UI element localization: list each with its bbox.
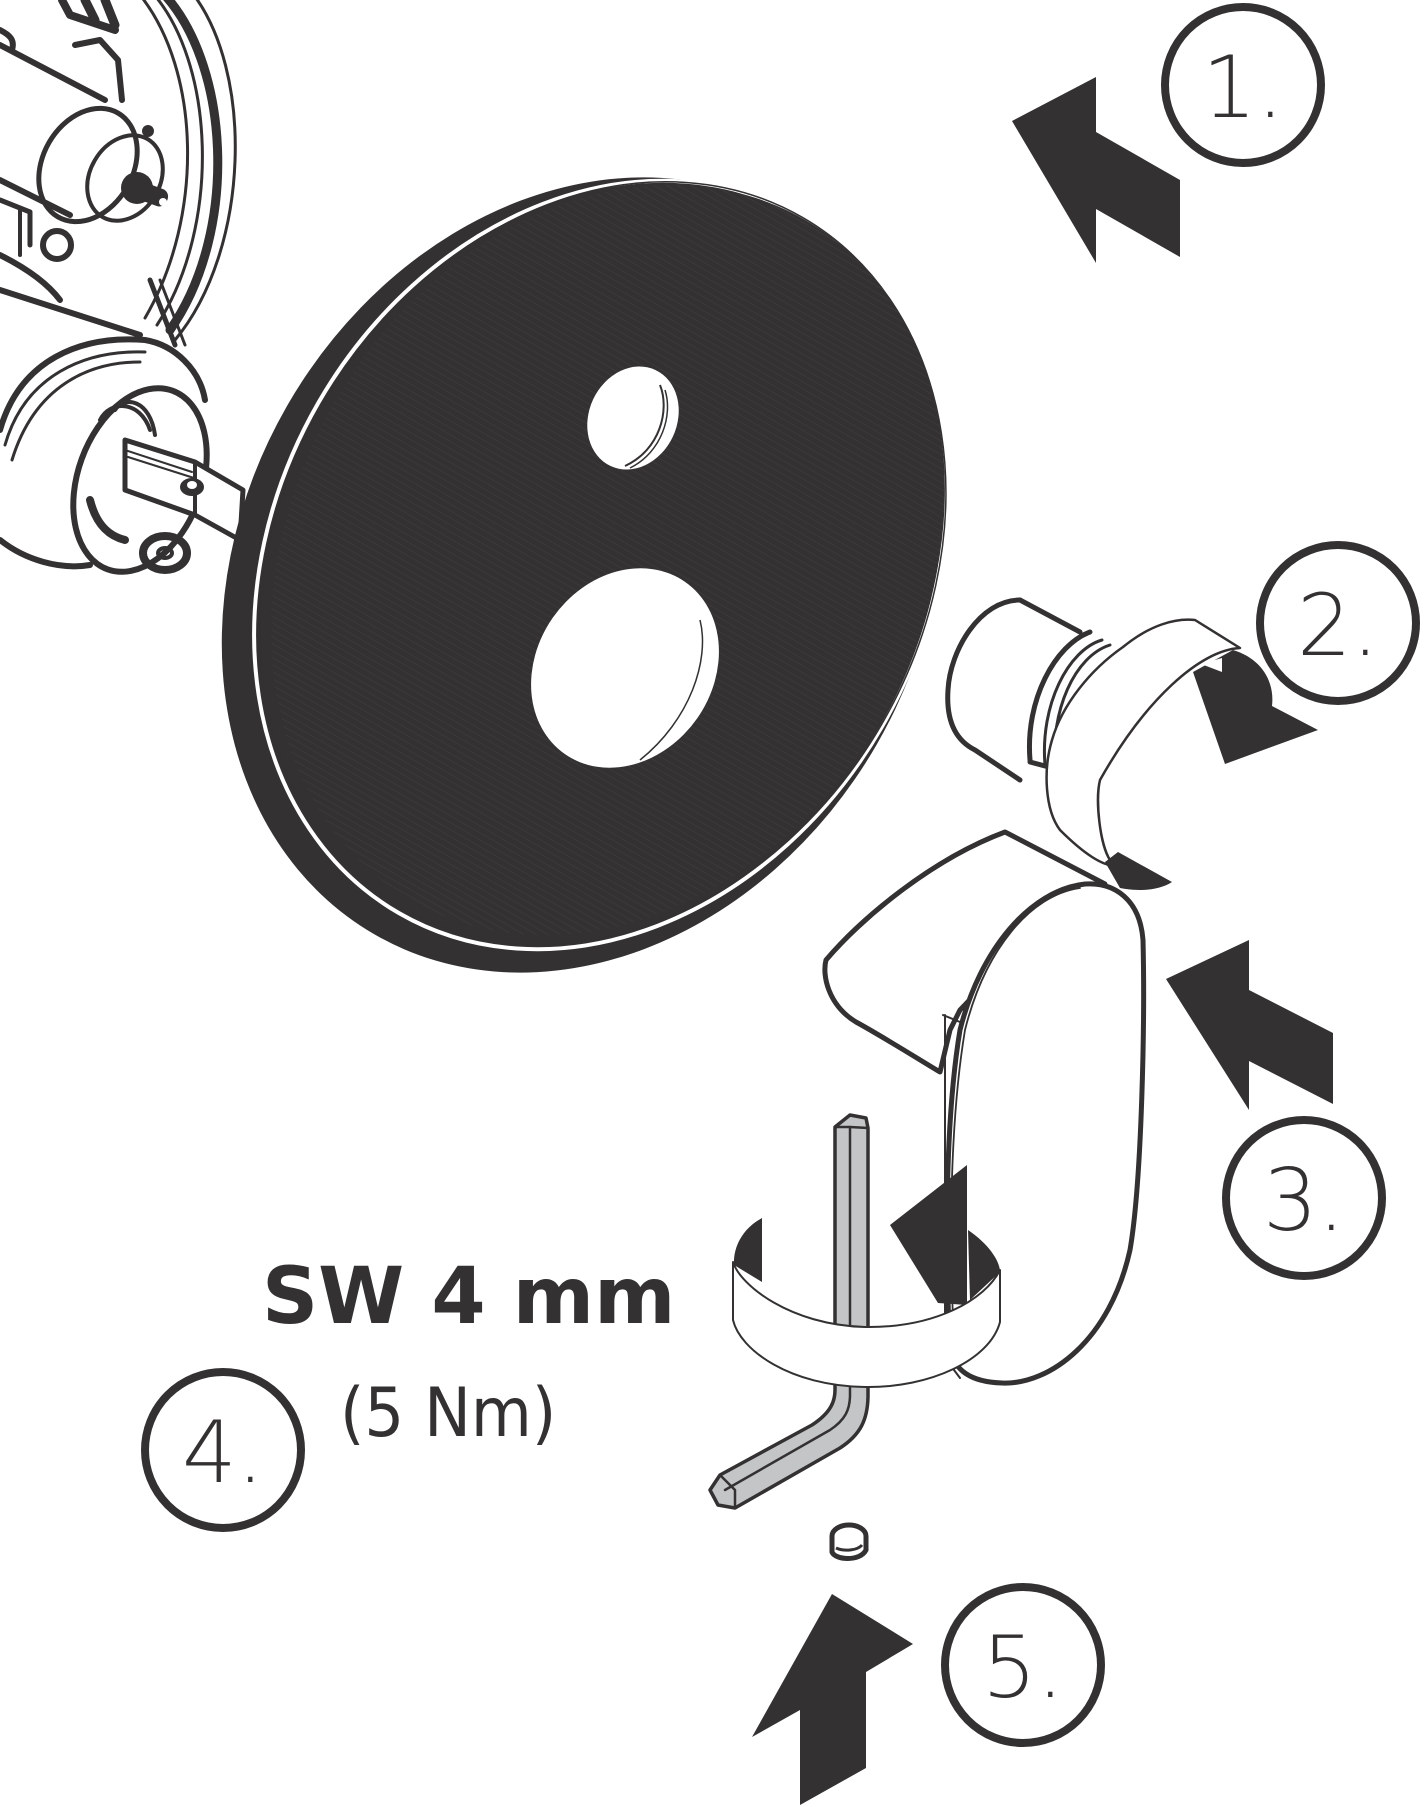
plate-small-hole bbox=[587, 366, 679, 470]
step-badge-2: 2. bbox=[1256, 541, 1420, 705]
tool-size-label: SW 4 mm bbox=[262, 1252, 676, 1342]
step-badge-4: 4. bbox=[141, 1368, 305, 1532]
grub-screw bbox=[829, 1522, 869, 1561]
torque-label: (5 Nm) bbox=[340, 1374, 557, 1453]
step-number-5: 5. bbox=[982, 1618, 1064, 1718]
valve-body bbox=[0, 0, 246, 575]
arrow-step-1-icon bbox=[1012, 77, 1180, 263]
step-number-4: 4. bbox=[182, 1403, 264, 1503]
step-number-2: 2. bbox=[1297, 576, 1379, 676]
hex-key-rotation bbox=[708, 1113, 1001, 1510]
step-number-3: 3. bbox=[1263, 1151, 1345, 1251]
lever-handle bbox=[822, 829, 1147, 1386]
step-number-1: 1. bbox=[1202, 38, 1284, 138]
arrow-step-3-icon bbox=[1166, 940, 1333, 1110]
cartridge-sleeve bbox=[945, 597, 1318, 890]
step-badge-5: 5. bbox=[941, 1583, 1105, 1747]
step-badge-1: 1. bbox=[1161, 3, 1325, 167]
plate-large-hole bbox=[531, 568, 719, 768]
arrow-step-5-icon bbox=[752, 1594, 913, 1805]
cover-plate bbox=[221, 177, 948, 973]
step-badge-3: 3. bbox=[1222, 1116, 1386, 1280]
